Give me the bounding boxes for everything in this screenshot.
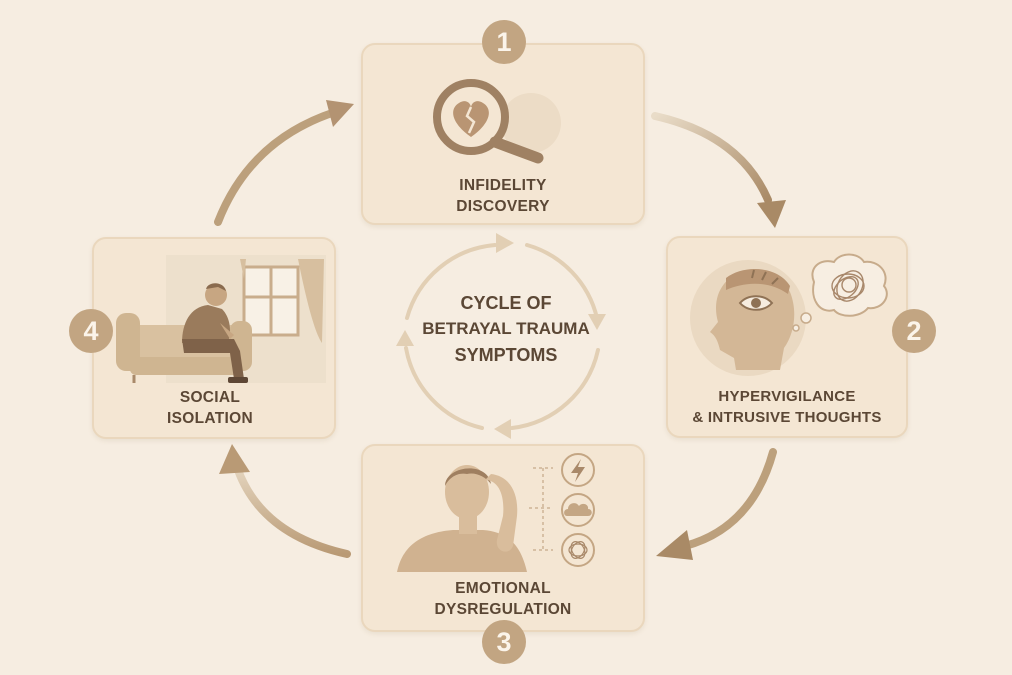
stage-4-label: SOCIAL ISOLATION bbox=[167, 389, 253, 427]
stage-2-label: HYPERVIGILANCE & INTRUSIVE THOUGHTS bbox=[692, 388, 882, 426]
outer-cycle-arrows bbox=[214, 100, 786, 560]
distressed-person-icon bbox=[397, 453, 595, 572]
arrow-stage1-to-stage2-head bbox=[757, 200, 786, 228]
arrow-stage1-to-stage2 bbox=[651, 112, 772, 204]
arrow-stage3-to-stage4-head bbox=[219, 444, 250, 474]
cycle-center-title: CYCLE OF BETRAYAL TRAUMA SYMPTOMS bbox=[422, 293, 590, 365]
stage-1-label: INFIDELITY DISCOVERY bbox=[456, 177, 550, 215]
arrow-stage4-to-stage1-head bbox=[326, 100, 354, 127]
lightning-icon bbox=[561, 453, 595, 487]
stage-card-social-isolation: SOCIAL ISOLATION bbox=[92, 237, 336, 439]
arrow-stage3-to-stage4 bbox=[234, 466, 351, 558]
stage-3-number-badge: 3 bbox=[482, 620, 526, 664]
inner-cycle-arrows bbox=[396, 233, 606, 439]
tangled-thoughts-icon bbox=[831, 270, 865, 302]
tangled-thoughts-icon bbox=[561, 533, 595, 567]
person-alone-on-couch-icon bbox=[116, 255, 326, 383]
stage-3-label: EMOTIONAL DYSREGULATION bbox=[434, 580, 572, 618]
arrow-stage2-to-stage3-head bbox=[656, 530, 693, 560]
broken-heart-magnifier-icon bbox=[433, 79, 561, 164]
stage-card-hypervigilance: HYPERVIGILANCE & INTRUSIVE THOUGHTS bbox=[666, 236, 908, 438]
cloud-icon bbox=[561, 493, 595, 527]
watchful-eye-head-icon bbox=[690, 253, 888, 376]
stage-card-infidelity-discovery: INFIDELITY DISCOVERY bbox=[361, 43, 645, 225]
stage-card-emotional-dysregulation: EMOTIONAL DYSREGULATION bbox=[361, 444, 645, 632]
stage-2-number-badge: 2 bbox=[892, 309, 936, 353]
arrow-stage2-to-stage3 bbox=[681, 448, 777, 550]
stage-4-number-badge: 4 bbox=[69, 309, 113, 353]
stage-1-number-badge: 1 bbox=[482, 20, 526, 64]
arrow-stage4-to-stage1 bbox=[214, 108, 339, 226]
